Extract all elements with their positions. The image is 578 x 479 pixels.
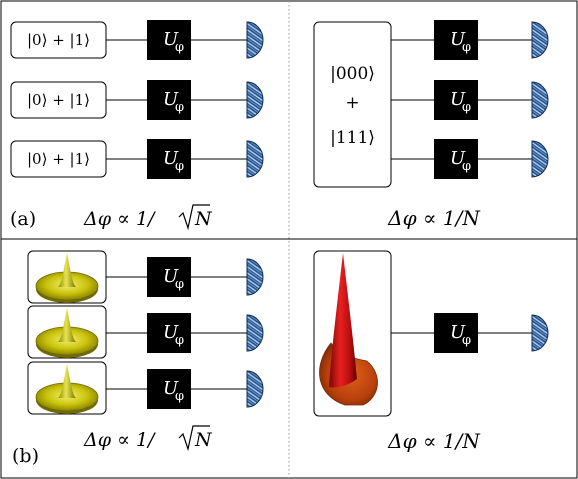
scaling-prefix: Δφ ∝ 1/ bbox=[83, 429, 156, 451]
gate-symbol: U bbox=[163, 29, 179, 50]
scaling-prefix: Δφ ∝ 1/ bbox=[83, 208, 156, 230]
gate-subscript: φ bbox=[175, 389, 184, 404]
panel-a-right: |000⟩ + |111⟩ U φ U φ U φ Δφ ∝ 1/N bbox=[313, 20, 549, 230]
unitary-gate bbox=[147, 80, 191, 120]
precision-scaling: Δφ ∝ 1/N bbox=[387, 429, 481, 453]
gate-symbol: U bbox=[450, 29, 466, 50]
detector-icon bbox=[246, 314, 264, 352]
sqrt-sign bbox=[178, 204, 210, 231]
panel-label: (b) bbox=[12, 445, 39, 467]
gate-subscript: φ bbox=[175, 277, 184, 292]
unitary-gate bbox=[434, 20, 478, 60]
gate-subscript: φ bbox=[462, 40, 471, 55]
input-state-label: |0⟩ + |1⟩ bbox=[27, 91, 90, 109]
scaling-radicand: N bbox=[194, 208, 213, 230]
unitary-gate bbox=[147, 257, 191, 297]
gate-subscript: φ bbox=[175, 40, 184, 55]
panel-b-right: U φ Δφ ∝ 1/N bbox=[313, 250, 549, 453]
gate-subscript: φ bbox=[175, 159, 184, 174]
panel-b-left: U φ U φ U φ (b) Δφ ∝ 1/ bbox=[12, 250, 264, 467]
unitary-gate bbox=[147, 139, 191, 179]
input-state-label: |0⟩ + |1⟩ bbox=[27, 150, 90, 168]
unitary-gate bbox=[434, 313, 478, 353]
circuit-row: U φ bbox=[391, 139, 549, 179]
detector-icon bbox=[246, 258, 264, 296]
circuit-row: U φ bbox=[391, 80, 549, 120]
circuit-row: U φ bbox=[27, 305, 264, 359]
gate-subscript: φ bbox=[462, 159, 471, 174]
detector-icon bbox=[246, 370, 264, 408]
gate-symbol: U bbox=[163, 322, 179, 343]
gate-subscript: φ bbox=[175, 100, 184, 115]
detector-icon bbox=[246, 21, 264, 59]
gate-symbol: U bbox=[450, 322, 466, 343]
circuit-row: U φ bbox=[391, 20, 549, 60]
gate-symbol: U bbox=[163, 266, 179, 287]
circuit-row: |0⟩ + |1⟩ U φ bbox=[10, 20, 264, 60]
gate-subscript: φ bbox=[462, 100, 471, 115]
gate-subscript: φ bbox=[462, 333, 471, 348]
gate-symbol: U bbox=[450, 89, 466, 110]
unitary-gate bbox=[434, 139, 478, 179]
circuit-row: |0⟩ + |1⟩ U φ bbox=[10, 80, 264, 120]
detector-icon bbox=[531, 81, 549, 119]
circuit-row: |0⟩ + |1⟩ U φ bbox=[10, 139, 264, 179]
gate-symbol: U bbox=[163, 378, 179, 399]
precision-scaling: Δφ ∝ 1/ N bbox=[83, 204, 213, 231]
circuit-row: U φ bbox=[27, 361, 264, 415]
ghz-term: |000⟩ bbox=[330, 64, 375, 84]
ghz-plus: + bbox=[345, 93, 359, 113]
panel-label: (a) bbox=[10, 208, 36, 230]
input-state-label: |0⟩ + |1⟩ bbox=[27, 31, 90, 49]
detector-icon bbox=[531, 140, 549, 178]
gate-symbol: U bbox=[163, 89, 179, 110]
scaling-radicand: N bbox=[194, 429, 213, 451]
detector-icon bbox=[246, 140, 264, 178]
gate-symbol: U bbox=[450, 148, 466, 169]
unitary-gate bbox=[147, 369, 191, 409]
unitary-gate bbox=[147, 313, 191, 353]
panel-a-left: |0⟩ + |1⟩ U φ |0⟩ + |1⟩ U φ |0⟩ + |1⟩ U … bbox=[10, 20, 264, 231]
unitary-gate bbox=[434, 80, 478, 120]
circuit-row: U φ bbox=[27, 250, 264, 304]
gate-symbol: U bbox=[163, 148, 179, 169]
detector-icon bbox=[531, 21, 549, 59]
sqrt-sign bbox=[178, 425, 210, 452]
unitary-gate bbox=[147, 20, 191, 60]
detector-icon bbox=[246, 81, 264, 119]
precision-scaling: Δφ ∝ 1/N bbox=[387, 206, 481, 230]
ghz-term: |111⟩ bbox=[330, 128, 375, 148]
gate-subscript: φ bbox=[175, 333, 184, 348]
detector-icon bbox=[531, 314, 549, 352]
precision-scaling: Δφ ∝ 1/ N bbox=[83, 425, 213, 452]
ghz-input-box bbox=[313, 21, 392, 188]
